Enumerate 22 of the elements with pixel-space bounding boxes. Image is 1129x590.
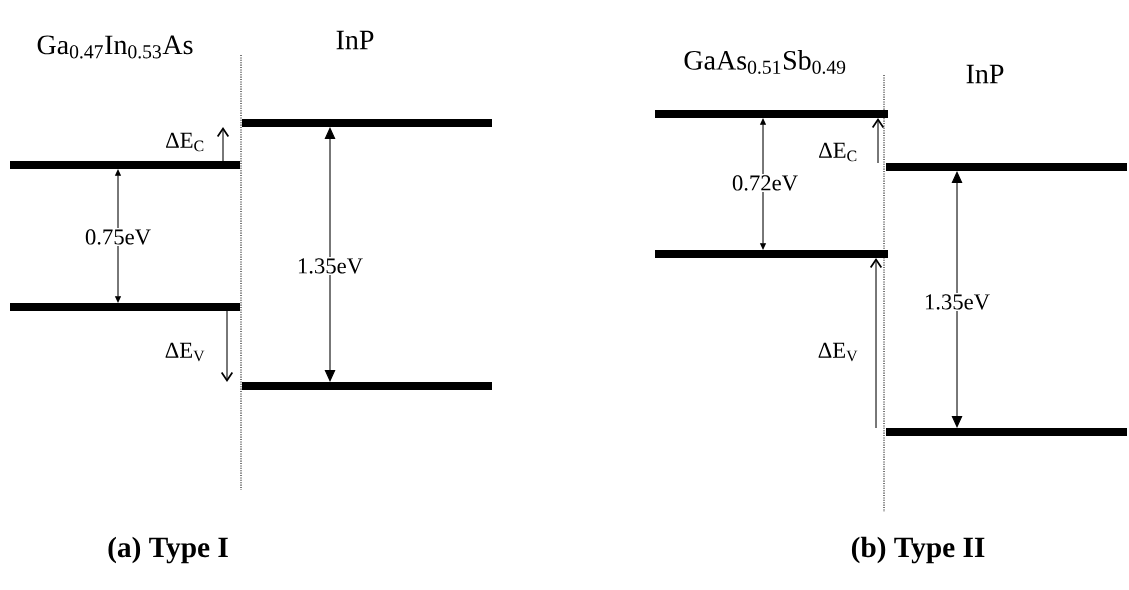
arrow [759,118,767,250]
material-label: Ga$_{0.47}$In$_{0.53}$As [37,35,193,59]
edge-label: 0.72eV [730,173,800,193]
arrow [216,127,230,162]
edge-label: 1.35eV [295,257,365,275]
arrow [220,310,234,382]
edge-label: ΔE$_{V}$ [816,341,860,363]
edge-label: ΔE$_{V}$ [163,341,207,363]
edge-label: 0.75eV [83,227,153,247]
edge-label: ΔE$_{C}$ [163,131,207,153]
edge-label: ΔE$_{C}$ [816,141,860,163]
arrow [114,169,122,303]
arrow [869,258,883,429]
material-label: GaAs$_{0.51}$Sb$_{0.49}$ [684,50,846,74]
panel-caption: (a) Type I [108,536,228,564]
arrow [871,118,885,164]
material-label: InP [336,30,374,50]
arrow [324,127,336,382]
edge-label: 1.35eV [922,293,992,311]
panel-caption: (b) Type II [851,536,985,564]
arrow [951,171,963,428]
material-label: InP [966,64,1004,84]
